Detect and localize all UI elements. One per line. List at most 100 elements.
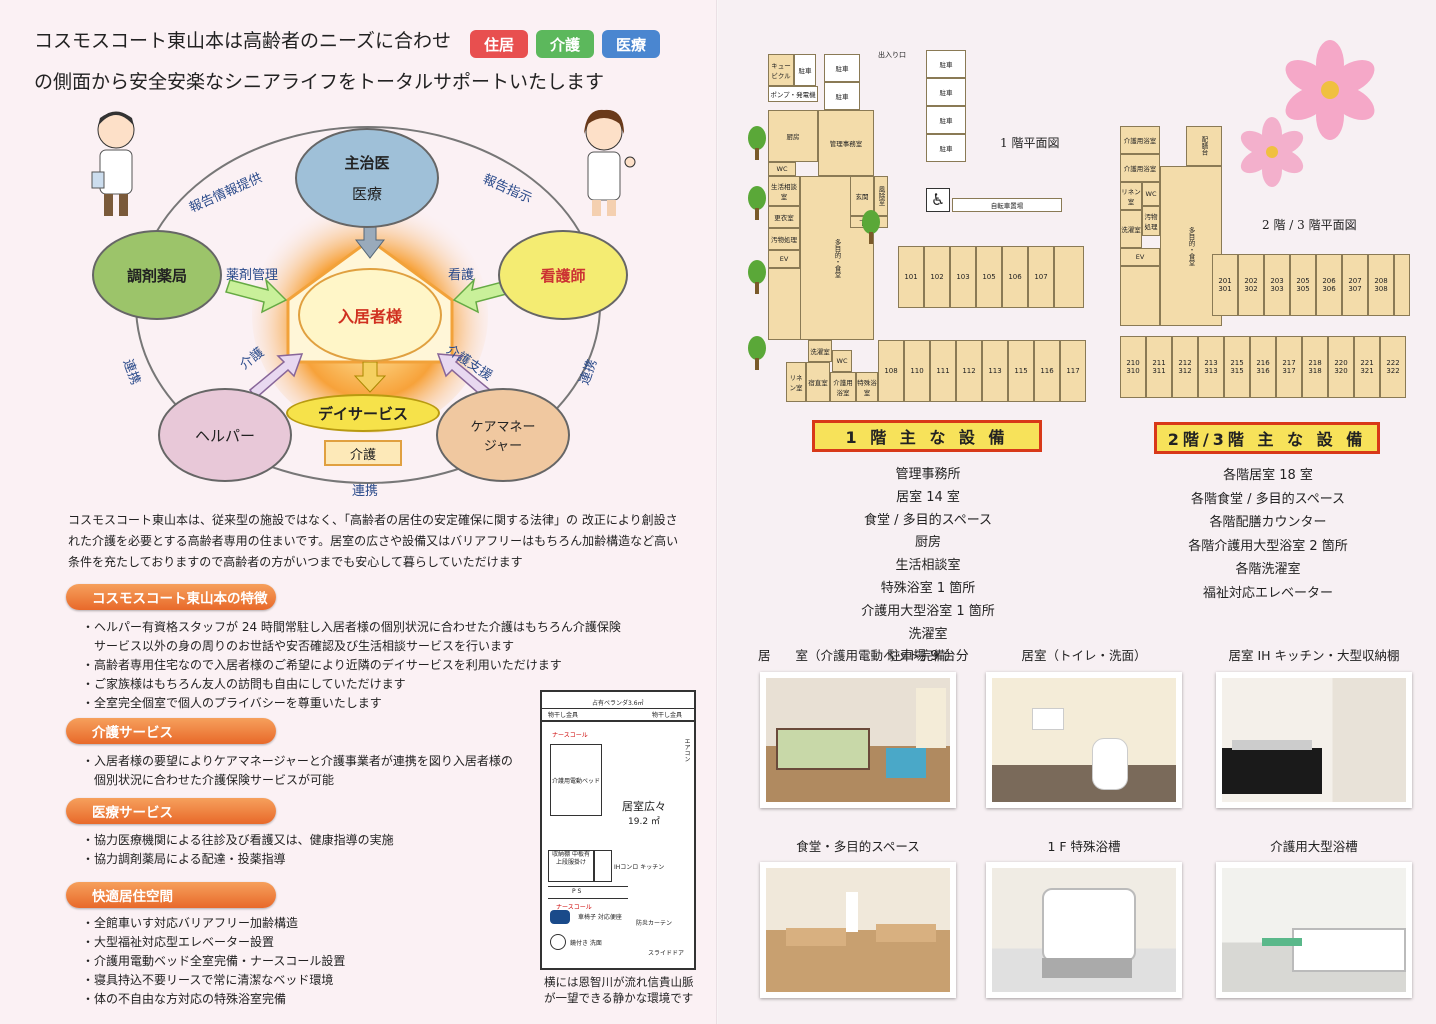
room-number: 302 xyxy=(1244,285,1258,293)
list-item: 厨房 xyxy=(914,535,941,551)
parking-space: 駐車 xyxy=(824,54,860,82)
room-number: 111 xyxy=(930,340,956,402)
photo-dining xyxy=(760,862,956,998)
room-number: 113 xyxy=(982,340,1008,402)
list-item: ・協力調剤薬局による配達・投薬指導 xyxy=(82,852,286,866)
room-number: 101 xyxy=(898,246,924,308)
wc-room: WC xyxy=(768,162,796,176)
list-item: ・介護用電動ベッド全室完備・ナースコール設置 xyxy=(82,954,346,968)
care-manager-label-2: ジャー xyxy=(483,439,523,454)
section-title-comfortable-living: 快適居住空間 xyxy=(66,882,276,908)
nursecall-2-label: ナースコール xyxy=(556,904,592,911)
section-title-care-service: 介護サービス xyxy=(66,718,276,744)
room-number: 203 xyxy=(1270,277,1284,285)
tree-icon xyxy=(748,336,766,370)
wheelchair-icon: ♿ xyxy=(926,188,950,212)
room-number: 303 xyxy=(1270,285,1284,293)
bed-label: 介護用電動ベッド xyxy=(550,744,602,816)
pantry-room: 配膳台 xyxy=(1186,126,1222,166)
room-number: 217 xyxy=(1282,359,1296,367)
tree-icon xyxy=(748,126,766,160)
room-number: 312 xyxy=(1178,367,1192,375)
list-item: ・ヘルパー有資格スタッフが 24 時間常駐し入居者様の個別状況に合わせた介護はも… xyxy=(82,620,621,634)
list-item: 各階食堂 / 多目的スペース xyxy=(1190,491,1346,507)
room-plan-caption: 横には恩智川が流れ信貴山脈 が一望できる静かな環境です xyxy=(544,974,694,1006)
dirty-room: 汚物処理 xyxy=(768,228,800,250)
list-item: 個別状況に合わせた介護保険サービスが可能 xyxy=(82,773,335,787)
room-number: 212 xyxy=(1178,359,1192,367)
room-number: 305 xyxy=(1296,285,1310,293)
room-number: 103 xyxy=(950,246,976,308)
ev-room: EV xyxy=(768,250,800,268)
special-bath-room: 特殊浴室 xyxy=(856,372,878,402)
list-item: 特殊浴室 1 箇所 xyxy=(880,580,976,596)
floor1-title: 1 階平面図 xyxy=(1000,136,1060,150)
room-number: 211 xyxy=(1152,359,1166,367)
list-item: ・協力医療機関による往診及び看護又は、健康指導の実施 xyxy=(82,833,394,847)
cosmos-flower-illustration xyxy=(1240,40,1375,187)
care-diagram: 主治医医療 調剤薬局 看護師 入居者様 デイサービス ヘルパー ケアマネージャー… xyxy=(80,100,660,500)
list-item: 生活相談室 xyxy=(895,558,961,574)
photo-caption: 1 F 特殊浴槽 xyxy=(1047,839,1121,854)
ps-label: P S xyxy=(572,888,582,895)
pump-room: ポンプ・発電機 xyxy=(768,86,818,102)
care-bath-room: 介護用浴室 xyxy=(830,372,856,402)
list-item: 管理事務所 xyxy=(895,467,961,482)
helper-circle: ヘルパー xyxy=(158,388,292,482)
list-item: ・体の不自由な方対応の特殊浴室完備 xyxy=(82,992,287,1006)
room-number: 116 xyxy=(1034,340,1060,402)
wc2-room: WC xyxy=(832,350,852,372)
multipurpose-dining-2: 多目的・食堂 xyxy=(1160,166,1222,326)
floor1-features-list: 管理事務所 居室 14 室 食堂 / 多目的スペース 厨房 生活相談室 特殊浴室… xyxy=(828,464,1028,669)
parking-space: 駐車 xyxy=(824,82,860,110)
corner-room xyxy=(1394,254,1410,316)
entrance-label: 出入り口 xyxy=(878,51,906,59)
room-number: 201 xyxy=(1218,277,1232,285)
room-number: 115 xyxy=(1008,340,1034,402)
room-number: 107 xyxy=(1028,246,1054,308)
list-item: ・全館車いす対応バリアフリー加齢構造 xyxy=(82,916,299,930)
room-number: 110 xyxy=(904,340,930,402)
medical-label: 医療 xyxy=(351,185,382,203)
headline-line1: コスモスコート東山本は高齢者のニーズに合わせ xyxy=(34,30,452,52)
tree-icon xyxy=(748,260,766,294)
consult-room: 生活相談室 xyxy=(768,176,800,206)
list-item: 居室 14 室 xyxy=(896,489,960,505)
tree-icon xyxy=(862,210,880,244)
intro-paragraph: コスモスコート東山本は、従来型の施設ではなく、「高齢者の居住の安定確保に関する法… xyxy=(68,513,679,569)
hanger-right-label: 物干し金具 xyxy=(652,712,683,719)
room-number: 222 xyxy=(1386,359,1400,367)
room-number: 320 xyxy=(1334,367,1348,375)
windbreak-room: 風除室 xyxy=(874,176,888,216)
office-room: 管理事務室 xyxy=(818,110,874,176)
left-page: コスモスコート東山本は高齢者のニーズに合わせ 住居 介護 医療 の側面から安全安… xyxy=(34,30,696,1006)
photo-room-bed xyxy=(760,672,956,808)
resident-circle: 入居者様 xyxy=(298,268,442,362)
room-number: 311 xyxy=(1152,367,1166,375)
aircon-label: エアコン xyxy=(683,738,690,762)
room-number: 308 xyxy=(1374,285,1388,293)
room-floor-plan: 占有ベランダ3.6㎡ 物干し金具 物干し金具 エアコン ナースコール 介護用電動… xyxy=(540,690,696,970)
label-cooperation-bottom: 連携 xyxy=(352,484,379,499)
photo-special-bath xyxy=(986,862,1182,998)
room-number: 207 xyxy=(1348,277,1362,285)
floor2-title: 2 階 / 3 階平面図 xyxy=(1262,218,1357,232)
photo-room-toilet xyxy=(986,672,1182,808)
door-label: スライドドア xyxy=(648,950,685,957)
floor23-features-list: 各階居室 18 室 各階食堂 / 多目的スペース 各階配膳カウンター 各階介護用… xyxy=(1168,464,1368,606)
list-item: ・ご家族様はもちろん友人の訪問も自由にしていただけます xyxy=(82,677,406,691)
day-service-oval: デイサービス xyxy=(286,394,440,432)
room-number: 210 xyxy=(1126,359,1140,367)
room-number: 102 xyxy=(924,246,950,308)
photo-caption: 居 室（介護用電動ベッド完備） xyxy=(758,648,959,663)
room-number: 215 xyxy=(1230,359,1244,367)
laundry-room: 洗濯室 xyxy=(808,340,832,362)
night-duty-room: 宿直室 xyxy=(806,362,830,402)
